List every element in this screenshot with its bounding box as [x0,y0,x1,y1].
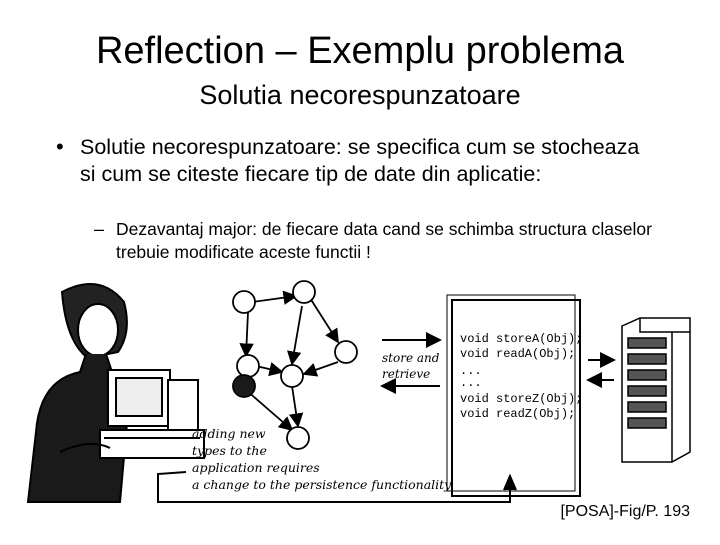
sub-bullet-marker: – [94,219,105,239]
note-line-3: application requires [192,460,320,475]
change-feedback-arrow [157,471,517,503]
bullet-text: Solutie necorespunzatoare: se specifica … [80,135,640,186]
slide-subtitle: Solutia necorespunzatoare [199,80,521,110]
note-line-4: a change to the persistence functionalit… [192,477,452,492]
arrow-label-line1: store and [382,351,440,365]
storage-arrows [586,352,616,388]
figure-caption: [POSA]-Fig/P. 193 [560,503,690,520]
persistence-figure: store and retrieve void storeA(Obj); voi… [0,262,720,540]
store-retrieve-arrows [380,332,442,394]
note-line-2: types to the [192,443,267,458]
code-line-3: ... [460,364,482,378]
code-line-2: void readA(Obj); [460,347,575,361]
code-line-4: ... [460,376,482,390]
slide-title: Reflection – Exemplu problema [95,30,625,72]
storage-server-icon [621,317,691,463]
code-line-5: void storeZ(Obj); [460,392,582,406]
bullet-marker: • [56,134,64,159]
sub-bullet-text: Dezavantaj major: de fiecare data cand s… [116,219,652,262]
code-line-1: void storeA(Obj); [460,332,582,346]
note-line-1: adding new [192,426,266,441]
user-at-computer-icon [26,283,205,503]
arrow-label-line2: retrieve [382,367,430,381]
object-graph [232,280,358,450]
figure-drawing: store and retrieve void storeA(Obj); voi… [26,280,691,503]
code-line-6: void readZ(Obj); [460,407,575,421]
